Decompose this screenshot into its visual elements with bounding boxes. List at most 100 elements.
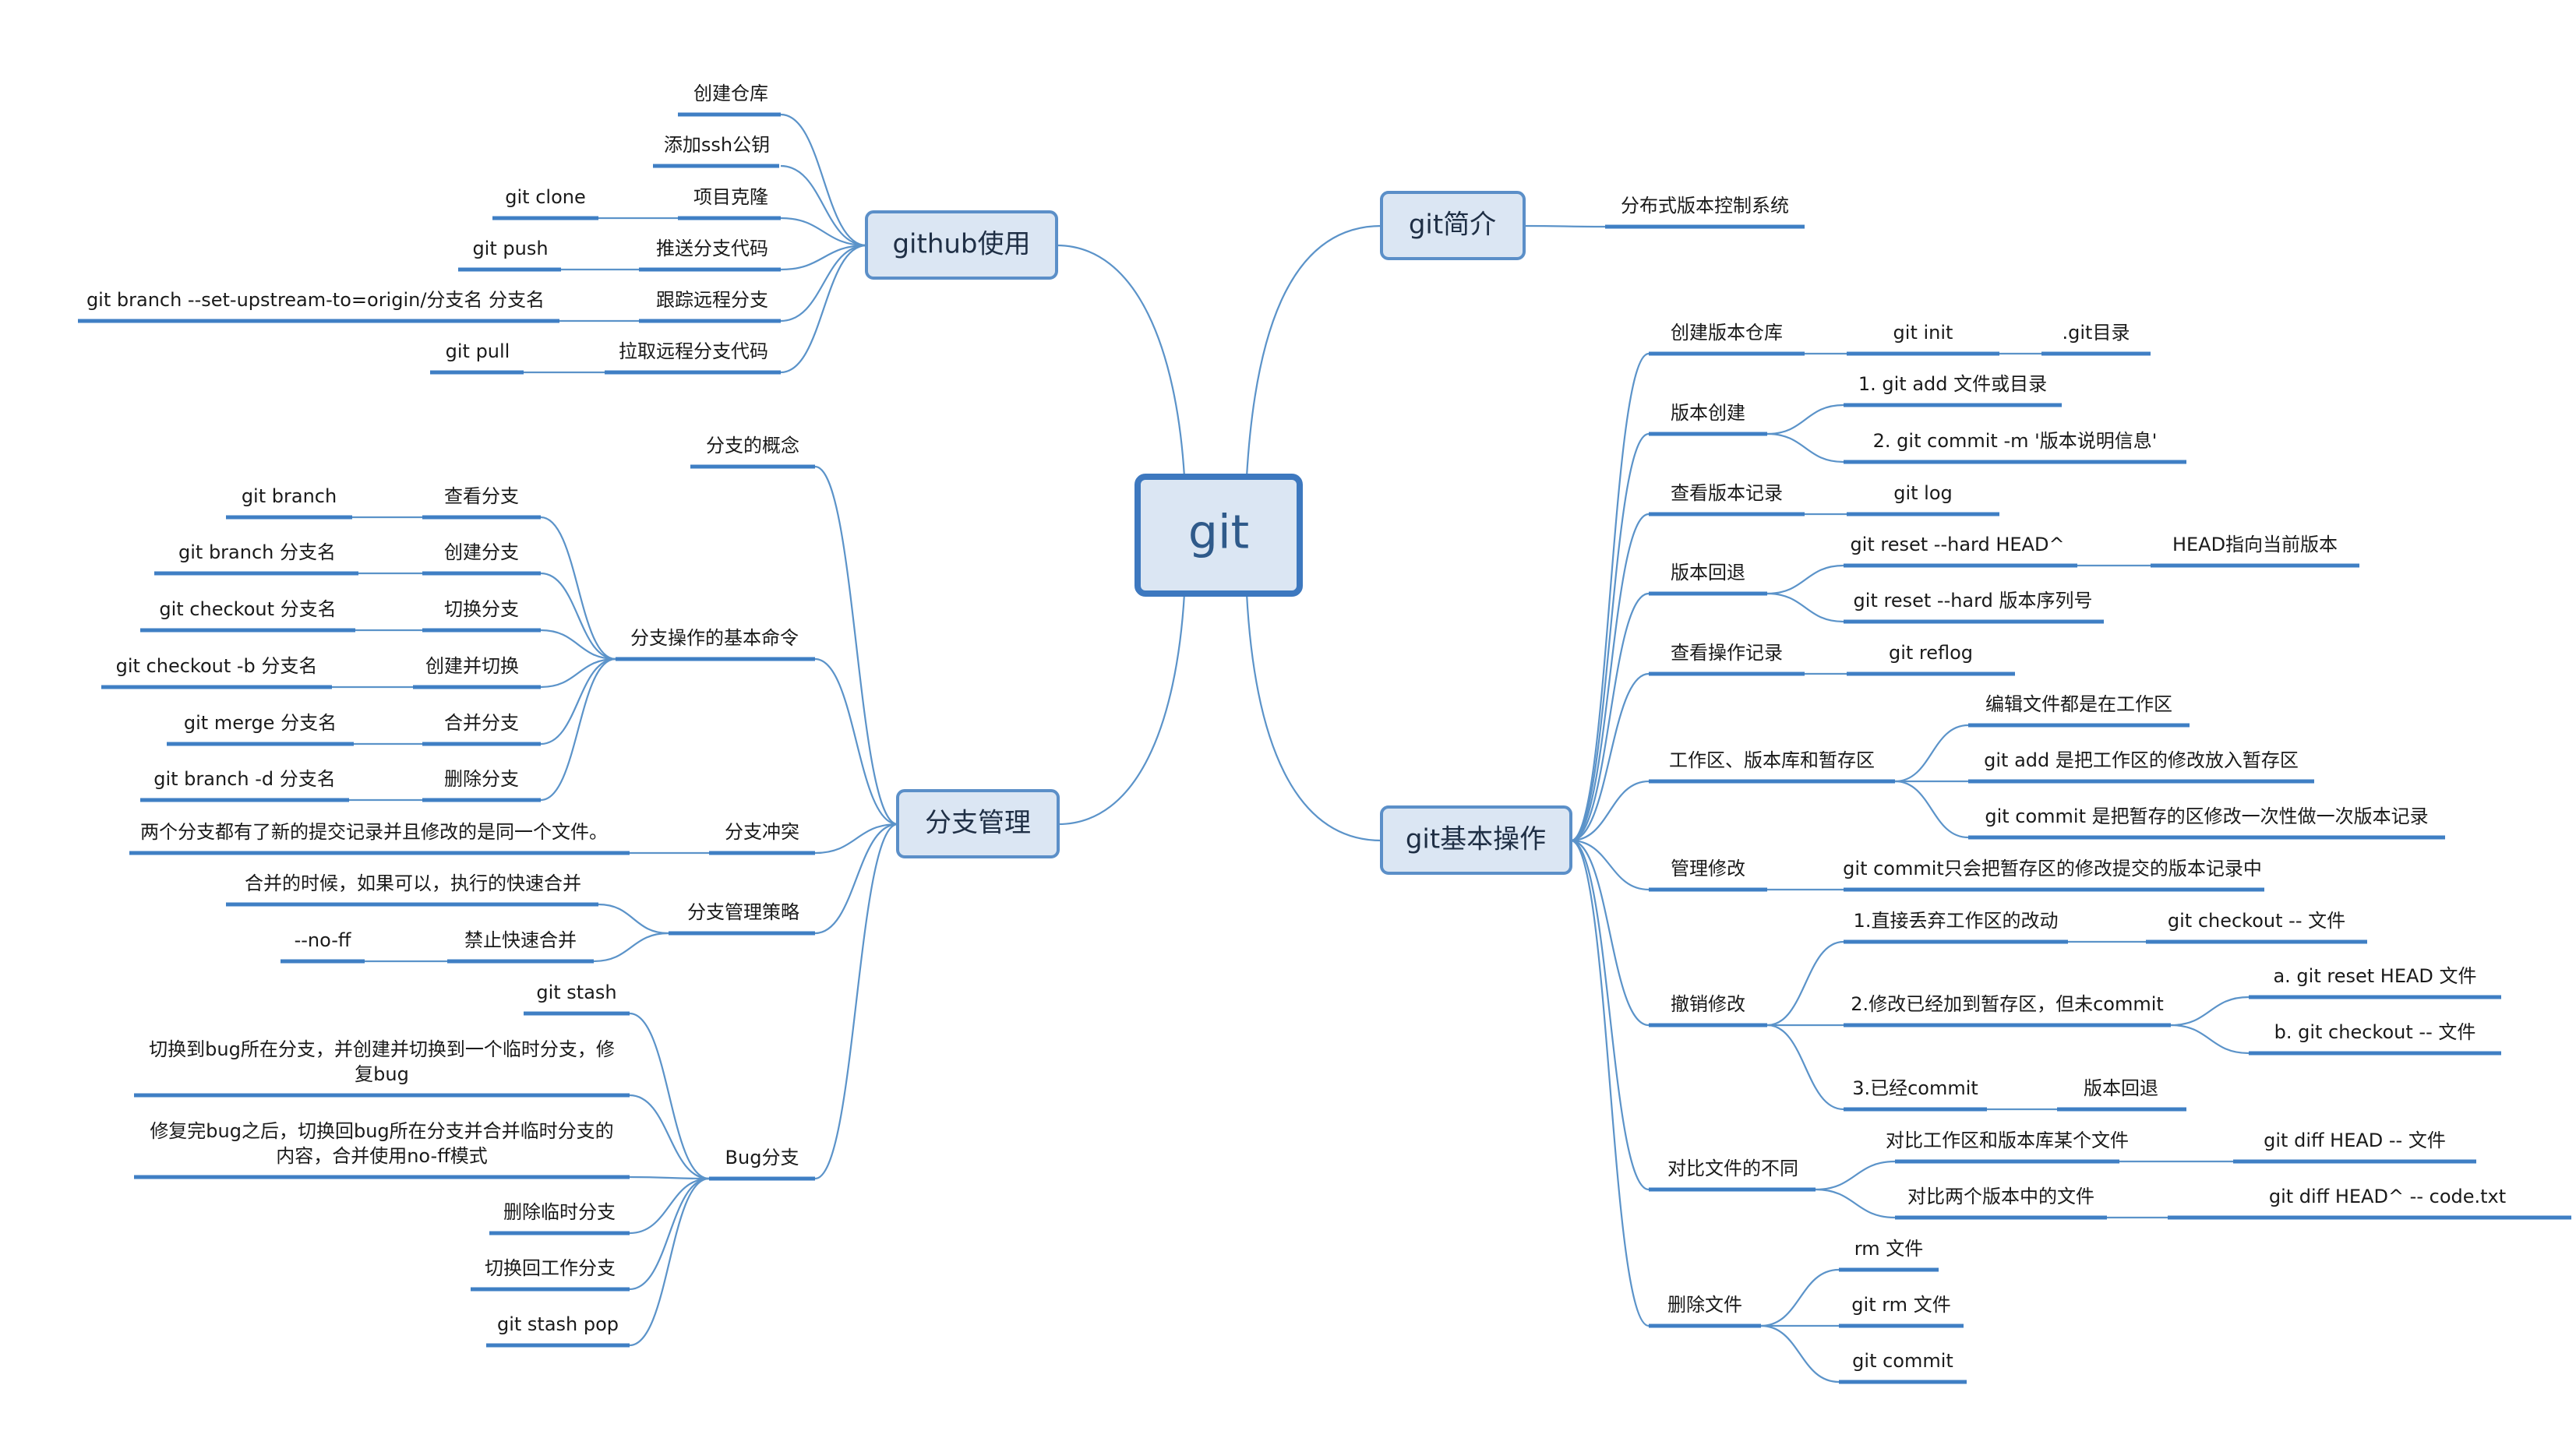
topic-basic-undo1-cmd[interactable]: git checkout -- 文件 bbox=[2168, 910, 2345, 932]
topic-basic-diff2[interactable]: 对比两个版本中的文件 bbox=[1907, 1186, 2094, 1207]
topic-basic-diff2-cmd[interactable]: git diff HEAD^ -- code.txt bbox=[2269, 1186, 2506, 1207]
topic-basic-create-repo[interactable]: 创建版本仓库 bbox=[1671, 322, 1783, 344]
topic-basic-undo[interactable]: 撤销修改 bbox=[1671, 993, 1745, 1015]
edge-branch-2 bbox=[814, 823, 898, 855]
topic-bug-back-work[interactable]: 切换回工作分支 bbox=[485, 1257, 616, 1279]
topic-github-push[interactable]: 推送分支代码 bbox=[656, 238, 768, 259]
topic-github-create-repo[interactable]: 创建仓库 bbox=[693, 83, 768, 104]
branch-node-github[interactable]: github使用 bbox=[865, 210, 1058, 280]
topic-basic-git-commit[interactable]: git commit bbox=[1852, 1350, 1953, 1372]
topic-branch-create[interactable]: 创建分支 bbox=[444, 541, 519, 563]
topic-branch-view-cmd[interactable]: git branch bbox=[242, 485, 337, 507]
topic-basic-git-add[interactable]: 1. git add 文件或目录 bbox=[1858, 373, 2047, 395]
branch-node-branch-management[interactable]: 分支管理 bbox=[896, 789, 1060, 858]
topic-bug-stash-pop[interactable]: git stash pop bbox=[497, 1313, 619, 1335]
topic-basic-head-desc[interactable]: HEAD指向当前版本 bbox=[2172, 534, 2338, 555]
topic-bug-stash[interactable]: git stash bbox=[536, 982, 616, 1003]
topic-bug-step1-line2[interactable]: 复bug bbox=[355, 1063, 409, 1085]
topic-branch-basic-cmds[interactable]: 分支操作的基本命令 bbox=[630, 627, 799, 649]
topic-bug-del-temp[interactable]: 删除临时分支 bbox=[503, 1201, 616, 1223]
edge-strategy-0 bbox=[598, 903, 669, 935]
topic-github-clone-cmd[interactable]: git clone bbox=[505, 186, 585, 208]
topic-basic-reset-head[interactable]: git reset --hard HEAD^ bbox=[1850, 534, 2064, 555]
topic-basic-diff1-cmd[interactable]: git diff HEAD -- 文件 bbox=[2264, 1130, 2446, 1151]
topic-github-add-ssh[interactable]: 添加ssh公钥 bbox=[664, 134, 770, 156]
edge-branch-3 bbox=[814, 823, 898, 935]
topic-basic-version-create[interactable]: 版本创建 bbox=[1671, 402, 1745, 424]
topic-basic-view-ops[interactable]: 查看操作记录 bbox=[1671, 642, 1783, 664]
edge-basic-9 bbox=[1570, 839, 1650, 1327]
topic-basic-undo2b[interactable]: b. git checkout -- 文件 bbox=[2274, 1021, 2476, 1043]
topic-basic-git-reflog[interactable]: git reflog bbox=[1889, 642, 1973, 664]
topic-github-pull-cmd[interactable]: git pull bbox=[446, 340, 510, 362]
topic-branch-no-ff[interactable]: --no-ff bbox=[295, 929, 351, 951]
topic-branch-conflict[interactable]: 分支冲突 bbox=[725, 821, 799, 843]
topic-basic-view-log[interactable]: 查看版本记录 bbox=[1671, 482, 1783, 504]
connector-lines bbox=[332, 113, 2250, 1383]
branch-node-basic[interactable]: git基本操作 bbox=[1380, 805, 1572, 875]
root-node[interactable]: git bbox=[1134, 474, 1303, 597]
topic-github-push-cmd[interactable]: git push bbox=[472, 238, 548, 259]
edge-bug-4 bbox=[629, 1177, 710, 1291]
topic-basic-git-log[interactable]: git log bbox=[1893, 482, 1953, 504]
topic-github-clone[interactable]: 项目克隆 bbox=[693, 186, 768, 208]
branch-node-intro[interactable]: git简介 bbox=[1380, 191, 1526, 260]
topic-basic-rollback[interactable]: 版本回退 bbox=[1671, 562, 1745, 583]
topic-github-track[interactable]: 跟踪远程分支 bbox=[656, 289, 768, 311]
topic-basic-undo1[interactable]: 1.直接丢弃工作区的改动 bbox=[1854, 910, 2059, 932]
topic-basic-reset-ver[interactable]: git reset --hard 版本序列号 bbox=[1854, 590, 2093, 612]
topic-basic-area1[interactable]: 编辑文件都是在工作区 bbox=[1985, 693, 2172, 715]
topic-branch-delete[interactable]: 删除分支 bbox=[444, 768, 519, 790]
topic-branch-switch-cmd[interactable]: git checkout 分支名 bbox=[159, 598, 336, 620]
topic-basic-git-dir[interactable]: .git目录 bbox=[2063, 322, 2130, 344]
topic-branch-create-switch[interactable]: 创建并切换 bbox=[425, 655, 519, 677]
topic-branch-switch[interactable]: 切换分支 bbox=[444, 598, 519, 620]
topic-bug-step2-line2[interactable]: 内容，合并使用no-ff模式 bbox=[276, 1145, 488, 1167]
topic-branch-conflict-desc[interactable]: 两个分支都有了新的提交记录并且修改的是同一个文件。 bbox=[140, 821, 608, 843]
edge-root-basic bbox=[1245, 593, 1382, 842]
topic-bug-step2-line1[interactable]: 修复完bug之后，切换回bug所在分支并合并临时分支的 bbox=[150, 1120, 613, 1142]
edge-bug-5 bbox=[629, 1177, 710, 1347]
topic-branch-delete-cmd[interactable]: git branch -d 分支名 bbox=[154, 768, 336, 790]
topic-basic-areas[interactable]: 工作区、版本库和暂存区 bbox=[1669, 749, 1875, 771]
edge-github-1 bbox=[780, 164, 867, 247]
topic-github-pull[interactable]: 拉取远程分支代码 bbox=[619, 340, 768, 362]
topic-branch-fast-merge[interactable]: 合并的时候，如果可以，执行的快速合并 bbox=[245, 872, 581, 894]
topic-basic-manage-desc[interactable]: git commit只会把暂存区的修改提交的版本记录中 bbox=[1843, 858, 2262, 879]
edge-root-intro bbox=[1245, 224, 1382, 478]
edge-basic-4 bbox=[1570, 672, 1650, 842]
topic-intro-desc[interactable]: 分布式版本控制系统 bbox=[1621, 195, 1789, 217]
topic-basic-diff[interactable]: 对比文件的不同 bbox=[1667, 1158, 1798, 1179]
edge-b-undo-2 bbox=[1766, 1024, 1844, 1111]
edge-branch-4 bbox=[814, 823, 898, 1180]
topic-branch-bug[interactable]: Bug分支 bbox=[725, 1147, 799, 1168]
topic-basic-git-init[interactable]: git init bbox=[1893, 322, 1953, 344]
topic-branch-no-fast[interactable]: 禁止快速合并 bbox=[464, 929, 577, 951]
topic-branch-strategy[interactable]: 分支管理策略 bbox=[687, 901, 799, 923]
topic-branch-merge-cmd[interactable]: git merge 分支名 bbox=[184, 712, 337, 734]
topic-basic-area2[interactable]: git add 是把工作区的修改放入暂存区 bbox=[1984, 749, 2299, 771]
topic-bug-step1-line1[interactable]: 切换到bug所在分支，并创建并切换到一个临时分支，修 bbox=[149, 1038, 615, 1060]
branch-label-intro: git简介 bbox=[1409, 210, 1496, 241]
topic-basic-undo2[interactable]: 2.修改已经加到暂存区，但未commit bbox=[1851, 993, 2164, 1015]
branch-label-branch-management: 分支管理 bbox=[925, 808, 1031, 839]
topic-branch-concept[interactable]: 分支的概念 bbox=[706, 435, 799, 456]
topic-branch-create-switch-cmd[interactable]: git checkout -b 分支名 bbox=[116, 655, 318, 677]
edge-b-undo-0 bbox=[1766, 940, 1844, 1027]
edge-intro-desc bbox=[1523, 224, 1606, 228]
topic-branch-view[interactable]: 查看分支 bbox=[444, 485, 519, 507]
topic-basic-git-commit-m[interactable]: 2. git commit -m '版本说明信息' bbox=[1873, 430, 2158, 452]
topic-basic-area3[interactable]: git commit 是把暂存的区修改一次性做一次版本记录 bbox=[1985, 805, 2428, 827]
topic-basic-manage[interactable]: 管理修改 bbox=[1671, 858, 1745, 879]
topic-branch-merge[interactable]: 合并分支 bbox=[444, 712, 519, 734]
topic-basic-undo3[interactable]: 3.已经commit bbox=[1852, 1077, 1978, 1099]
topic-basic-rm[interactable]: rm 文件 bbox=[1854, 1238, 1923, 1260]
topic-basic-undo3-cmd[interactable]: 版本回退 bbox=[2084, 1077, 2158, 1099]
topic-basic-delete[interactable]: 删除文件 bbox=[1667, 1294, 1742, 1316]
topic-basic-diff1[interactable]: 对比工作区和版本库某个文件 bbox=[1886, 1130, 2129, 1151]
topic-basic-undo2a[interactable]: a. git reset HEAD 文件 bbox=[2273, 965, 2476, 987]
topic-branch-create-cmd[interactable]: git branch 分支名 bbox=[178, 541, 336, 563]
topic-github-track-cmd[interactable]: git branch --set-upstream-to=origin/分支名 … bbox=[86, 289, 545, 311]
edge-basic-1 bbox=[1570, 432, 1650, 842]
topic-basic-git-rm[interactable]: git rm 文件 bbox=[1851, 1294, 1950, 1316]
